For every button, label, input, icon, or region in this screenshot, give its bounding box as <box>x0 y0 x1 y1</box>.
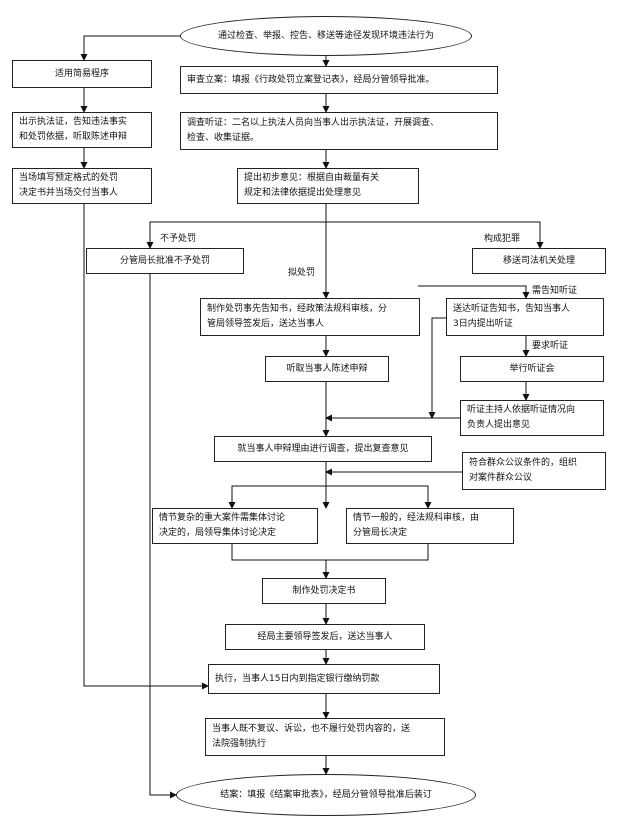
register-case-box: 审查立案：填报《行政处罚立案登记表》，经局分管领导批准。 <box>180 66 498 94</box>
label-no-penalty: 不予处罚 <box>160 234 197 245</box>
connector-line <box>228 485 326 509</box>
label-need-hearing: 需告知听证 <box>532 286 578 297</box>
enforce-box: 当事人既不复议、诉讼，也不履行处罚内容的，送 法院强制执行 <box>205 718 445 756</box>
connector-line <box>418 285 530 299</box>
label-to-penalize: 拟处罚 <box>288 268 316 279</box>
hold-hearing-box: 举行听证会 <box>460 356 604 382</box>
statement-box: 听取当事人陈述申辩 <box>265 356 389 382</box>
connector-line <box>428 317 446 419</box>
hearing-report-box: 听证主持人依据听证情况向 负责人提出意见 <box>460 400 604 436</box>
investigation-box: 调查听证：二名以上执法人员向当事人出示执法证，开展调查、 检查、收集证据。 <box>180 112 498 150</box>
on-site-decision-box: 当场填写预定格式的处罚 决定书并当场交付当事人 <box>12 168 152 204</box>
sign-deliver-box: 经局主要领导签发后，送达当事人 <box>225 624 425 650</box>
hearing-notice-box: 送达听证告知书，告知当事人 3日内提出听证 <box>446 298 604 336</box>
connector-line <box>146 221 326 249</box>
pre-notice-box: 制作处罚事先告知书，经政策法规科审核，分 管局领导签发后，送达当事人 <box>200 298 420 336</box>
connector-line <box>83 204 209 690</box>
initial-opinion-box: 提出初步意见：根据自由裁量有关 规定和法律依据提出处理意见 <box>237 168 419 204</box>
connector-line <box>149 274 177 799</box>
connector-line <box>231 544 330 579</box>
start-node: 通过检查、举报、控告、移送等途径发现环境违法行为 <box>180 16 472 56</box>
no-penalty-box: 分管局长批准不予处罚 <box>86 248 244 274</box>
close-case-node: 结案：填报《结案审批表》，经局分管领导批准后装订 <box>176 774 476 816</box>
connector-line <box>326 544 429 561</box>
simple-procedure-box: 适用简易程序 <box>12 60 152 88</box>
general-decision-box: 情节一般的，经法规科审核，由 分管局长决定 <box>346 508 514 544</box>
collective-decision-box: 情节复杂的重大案件需集体讨论 决定的，局领导集体讨论决定 <box>152 508 318 544</box>
execute-box: 执行，当事人15日内到指定银行缴纳罚款 <box>208 664 440 694</box>
transfer-judicial-box: 移送司法机关处理 <box>472 248 606 274</box>
show-certificate-box: 出示执法证，告知违法事实 和处罚依据，听取陈述申辩 <box>12 112 152 148</box>
connector-line <box>326 485 432 509</box>
public-discussion-box: 符合群众公议条件的，组织 对案件群众公议 <box>462 452 606 490</box>
make-decision-box: 制作处罚决定书 <box>262 578 386 604</box>
connector-line <box>326 221 544 249</box>
review-box: 就当事人申辩理由进行调查，提出复查意见 <box>214 436 432 462</box>
connector-line <box>80 35 184 61</box>
label-crime: 构成犯罪 <box>484 234 521 245</box>
label-request-hearing: 要求听证 <box>532 341 569 352</box>
